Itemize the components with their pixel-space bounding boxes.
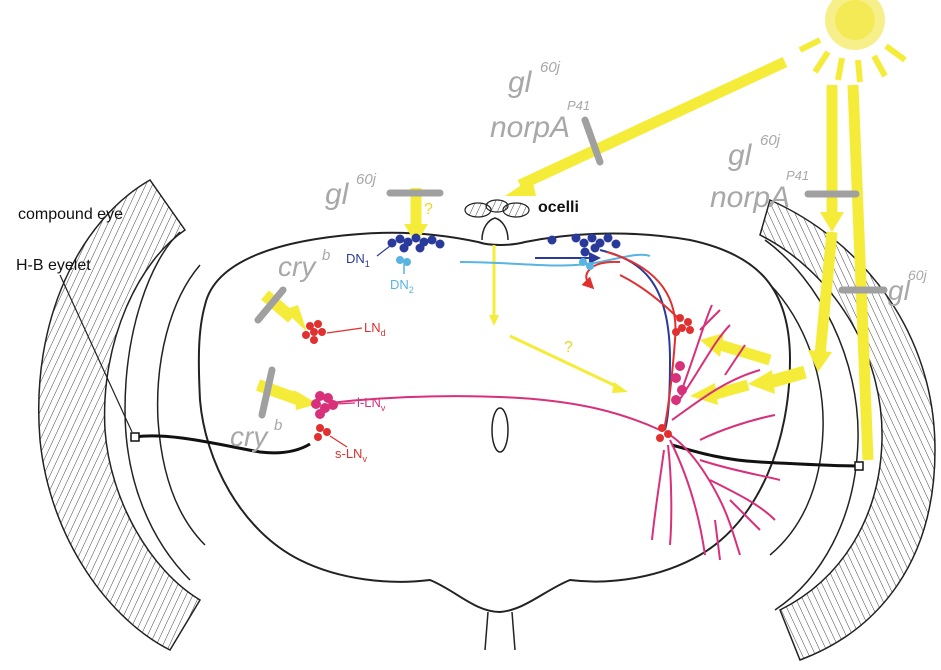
- gene-gl-right-sup: 60j: [760, 132, 781, 149]
- gene-cry-lnd-base: cry: [278, 251, 317, 282]
- gene-gl-eye: gl 60j: [888, 267, 928, 306]
- ocelli-structure: [465, 200, 529, 240]
- right-hb-eyelet-marker: [855, 462, 863, 470]
- gene-gl-right: gl 60j: [728, 132, 781, 172]
- question-mark-ocelli-path: ?: [564, 339, 573, 356]
- gene-cry-lnd-sup: b: [322, 247, 330, 264]
- gene-gl-eye-sup: 60j: [908, 267, 928, 283]
- left-hb-eyelet-marker: [131, 433, 139, 441]
- dn1-label-main: DN: [346, 251, 365, 266]
- llnv-label-sub: v: [381, 403, 386, 413]
- gene-gl-dn1-base: gl: [325, 178, 350, 211]
- gene-norpa-top-base: norpA: [490, 111, 570, 144]
- gene-gl-right-base: gl: [728, 139, 753, 172]
- ocelli-label: ocelli: [538, 199, 579, 216]
- dn2-label-sub: 2: [409, 285, 414, 295]
- lnd-label-sub: d: [381, 328, 386, 338]
- dn2-label-main: DN: [390, 277, 409, 292]
- lnd-label-main: LN: [364, 320, 381, 335]
- hb-eyelet-label: H-B eyelet: [16, 257, 91, 274]
- gene-gl-top: gl 60j: [508, 59, 561, 99]
- left-compound-eye: [39, 180, 205, 650]
- gene-gl-dn1-sup: 60j: [356, 171, 377, 188]
- gene-gl-top-sup: 60j: [540, 59, 561, 76]
- gene-norpa-top-sup: P41: [567, 98, 590, 113]
- gene-norpa-right-sup: P41: [786, 168, 809, 183]
- gene-norpa-right-base: norpA: [710, 181, 790, 214]
- compound-eye-label: compound eye: [18, 206, 123, 223]
- dn1-label-sub: 1: [365, 259, 370, 269]
- gene-norpa-right: norpA P41: [710, 168, 809, 214]
- gene-cry-lnv-sup: b: [274, 417, 282, 434]
- sun-icon: [800, 0, 905, 82]
- gene-gl-dn1: gl 60j: [325, 171, 377, 211]
- slnv-label-sub: v: [362, 454, 367, 464]
- gene-cry-lnv-base: cry: [230, 421, 269, 452]
- llnv-label-main: l-LN: [357, 395, 381, 410]
- question-mark-dn1: ?: [424, 201, 433, 218]
- gene-norpa-top: norpA P41: [490, 98, 590, 144]
- gene-gl-top-base: gl: [508, 66, 533, 99]
- slnv-label-main: s-LN: [335, 446, 362, 461]
